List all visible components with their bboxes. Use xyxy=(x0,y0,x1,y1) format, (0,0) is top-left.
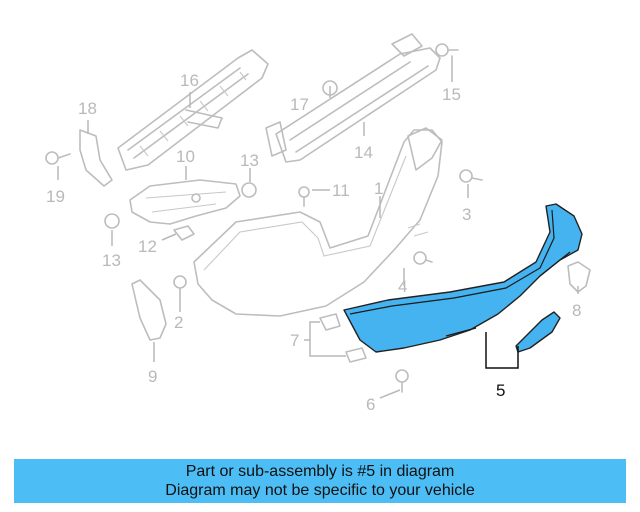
part-9-side-panel[interactable] xyxy=(131,279,167,341)
part-13-nut-upper[interactable] xyxy=(241,182,257,198)
part-12-retainer[interactable] xyxy=(173,225,195,241)
part-14-reinforcement-bar[interactable] xyxy=(265,33,441,163)
callout-11[interactable]: 11 xyxy=(332,181,350,200)
callout-12[interactable]: 12 xyxy=(138,237,157,256)
callout-13-upper[interactable]: 13 xyxy=(240,151,259,170)
part-6-bolt[interactable] xyxy=(395,369,409,393)
callout-16[interactable]: 16 xyxy=(180,71,199,90)
callout-19[interactable]: 19 xyxy=(46,187,65,206)
callout-15[interactable]: 15 xyxy=(442,85,461,104)
part-13-nut-lower[interactable] xyxy=(104,213,120,229)
fasteners xyxy=(45,43,483,393)
part-19-bolt[interactable] xyxy=(45,151,71,165)
info-banner: Part or sub-assembly is #5 in diagram Di… xyxy=(14,459,626,503)
callout-13-lower[interactable]: 13 xyxy=(102,251,121,270)
leader-lines xyxy=(57,68,579,399)
callout-6[interactable]: 6 xyxy=(366,395,375,414)
part-1-bumper-cover[interactable] xyxy=(193,127,443,317)
callout-9[interactable]: 9 xyxy=(148,367,157,386)
callout-18[interactable]: 18 xyxy=(78,99,97,118)
part-11-bolt[interactable] xyxy=(298,186,310,207)
part-18-side-bracket[interactable] xyxy=(79,129,113,187)
part-15-bolt[interactable] xyxy=(435,43,459,69)
callout-4[interactable]: 4 xyxy=(398,277,407,296)
callout-1[interactable]: 1 xyxy=(374,179,383,198)
callout-17[interactable]: 17 xyxy=(290,95,309,114)
part-2-bolt[interactable] xyxy=(173,275,187,297)
callout-5[interactable]: 5 xyxy=(496,381,505,400)
part-8-clip[interactable] xyxy=(567,261,591,293)
callout-7[interactable]: 7 xyxy=(290,331,299,350)
callout-3[interactable]: 3 xyxy=(462,205,471,224)
callout-labels: 16 18 10 17 15 14 13 11 1 19 13 12 3 4 2… xyxy=(46,71,581,414)
callout-2[interactable]: 2 xyxy=(174,313,183,332)
part-16-absorber-bracket[interactable] xyxy=(117,49,269,171)
callout-14[interactable]: 14 xyxy=(354,143,373,162)
callout-10[interactable]: 10 xyxy=(176,147,195,166)
banner-line-2: Diagram may not be specific to your vehi… xyxy=(165,482,475,499)
part-3-screw[interactable] xyxy=(459,169,483,183)
part-5-lower-valance[interactable] xyxy=(343,203,583,353)
part-7-brackets[interactable] xyxy=(319,313,367,363)
parts-diagram: 16 18 10 17 15 14 13 11 1 19 13 12 3 4 2… xyxy=(45,33,591,414)
part-4-screw[interactable] xyxy=(413,251,433,265)
part-10-mounting-bracket[interactable] xyxy=(129,179,241,225)
banner-line-1: Part or sub-assembly is #5 in diagram xyxy=(185,463,455,480)
callout-8[interactable]: 8 xyxy=(572,301,581,320)
